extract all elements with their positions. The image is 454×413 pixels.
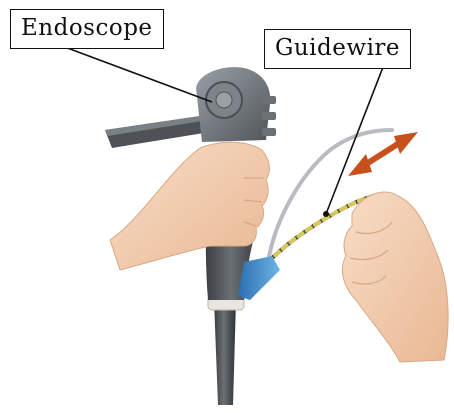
motion-arrow-icon xyxy=(348,132,418,176)
right-hand xyxy=(342,192,448,362)
insertion-tube xyxy=(214,300,236,405)
biopsy-port xyxy=(238,256,280,300)
endoscope-leader-line xyxy=(62,46,212,102)
endoscope-label: Endoscope xyxy=(10,9,164,49)
guidewire-leader-line xyxy=(326,62,385,214)
guidewire-label: Guidewire xyxy=(264,29,411,69)
